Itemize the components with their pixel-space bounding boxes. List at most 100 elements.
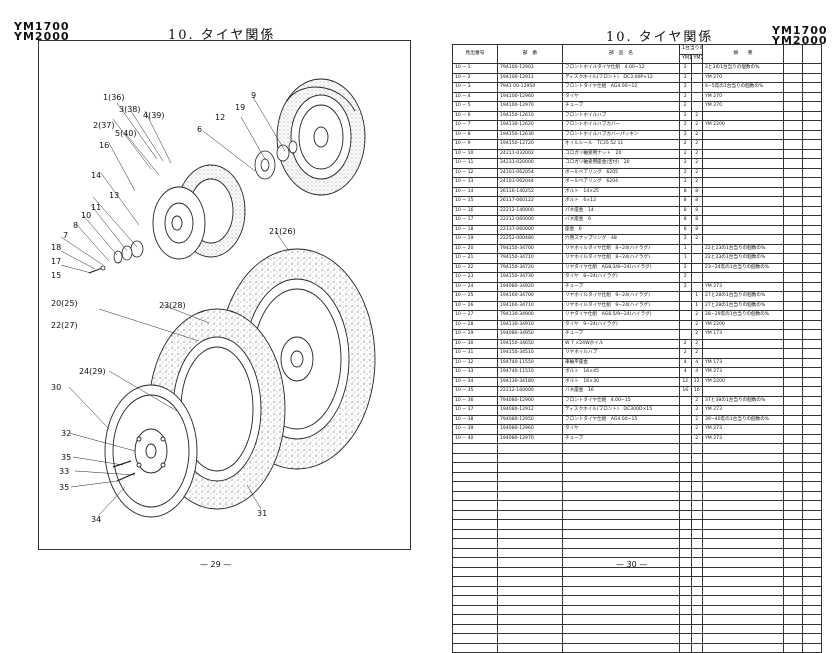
callout-2: 2(37) — [93, 121, 115, 130]
cell-a: 2 — [679, 110, 692, 121]
callout-5: 5(40) — [115, 129, 137, 138]
cell-empty — [452, 585, 498, 596]
cell-a — [679, 424, 692, 435]
cell-extra — [783, 205, 803, 216]
cell-b: 2 — [690, 129, 703, 140]
cell-pn: 794150-34720 — [497, 262, 563, 273]
cell-no: 10 − 39 — [452, 424, 498, 435]
page-title: 10. タイヤ関係 — [606, 30, 714, 45]
cell-pn: 794150-34700 — [497, 243, 563, 254]
cell-extra — [802, 291, 822, 302]
cell-empty — [802, 519, 822, 530]
cell-empty — [452, 538, 498, 549]
callout-20: 20(25) — [51, 299, 78, 308]
cell-empty — [452, 462, 498, 473]
cell-extra — [783, 148, 803, 159]
cell-rem — [702, 272, 784, 283]
cell-extra — [802, 405, 822, 416]
cell-rem: 22と23の1台当りの個数の% — [702, 253, 784, 264]
header-remarks: 摘 要 — [702, 44, 784, 64]
cell-name: タイヤ — [562, 91, 680, 102]
cell-empty — [690, 471, 703, 482]
cell-rem: 22と23の1台当りの個数の% — [702, 243, 784, 254]
cell-name: ボルト 16×45 — [562, 367, 680, 378]
cell-extra — [802, 310, 822, 321]
cell-name: チューブ — [562, 329, 680, 340]
cell-empty — [679, 614, 692, 625]
cell-a: 2 — [679, 91, 692, 102]
cell-empty — [497, 614, 563, 625]
cell-empty — [690, 623, 703, 634]
cell-b: 8 — [690, 186, 703, 197]
cell-extra — [783, 177, 803, 188]
cell-b — [690, 253, 703, 264]
callout-15: 15 — [51, 271, 62, 280]
cell-extra — [783, 300, 803, 311]
cell-empty — [702, 633, 784, 644]
cell-b: 2 — [690, 167, 703, 178]
cell-a: 1 — [679, 253, 692, 264]
cell-name: フロントホイルハブ — [562, 110, 680, 121]
cell-empty — [802, 528, 822, 539]
cell-name: リヤホイルハブ — [562, 348, 680, 359]
cell-a: 8 — [679, 196, 692, 207]
cell-pn: 194130-12620 — [497, 120, 563, 131]
cell-extra — [783, 110, 803, 121]
cell-empty — [452, 452, 498, 463]
cell-b: 2 — [690, 158, 703, 169]
cell-empty — [562, 604, 680, 615]
cell-extra — [802, 224, 822, 235]
cell-rem — [702, 158, 784, 169]
model-ym2000: YM2000 — [14, 30, 70, 43]
cell-rem: YM 173 — [702, 329, 784, 340]
cell-empty — [690, 633, 703, 644]
cell-pn: 22137-060000 — [497, 224, 563, 235]
cell-empty — [783, 633, 803, 644]
cell-empty — [452, 623, 498, 634]
cell-empty — [497, 452, 563, 463]
cell-extra — [802, 433, 822, 444]
cell-pn: 194150-34730 — [497, 272, 563, 283]
cell-pn: 194080-12970 — [497, 433, 563, 444]
cell-b: 8 — [690, 196, 703, 207]
callout-33: 33 — [59, 467, 70, 476]
cell-b — [690, 82, 703, 93]
table-row-empty — [452, 576, 822, 587]
cell-no: 10 − 9 — [452, 139, 498, 150]
callout-19: 19 — [235, 103, 246, 112]
cell-empty — [562, 500, 680, 511]
cell-extra — [802, 186, 822, 197]
cell-empty — [452, 490, 498, 501]
cell-empty — [497, 443, 563, 454]
cell-pn: 194100-12970 — [497, 101, 563, 112]
cell-empty — [562, 614, 680, 625]
cell-rem: YM 2200 — [702, 319, 784, 330]
cell-pn: 194080-34920 — [497, 281, 563, 292]
cell-pn: 24231-020000 — [497, 158, 563, 169]
cell-name: ボールベアリング 6204 — [562, 177, 680, 188]
cell-rem: 28−29迄の1台当りの個数の% — [702, 310, 784, 321]
cell-rem: YM 273 — [702, 367, 784, 378]
cell-empty — [802, 566, 822, 577]
cell-extra — [783, 414, 803, 425]
cell-empty — [452, 614, 498, 625]
front-tire-front-view — [152, 164, 246, 260]
cell-pn: 794150-34710 — [497, 253, 563, 264]
cell-empty — [497, 481, 563, 492]
cell-empty — [452, 443, 498, 454]
cell-no: 10 − 2 — [452, 72, 498, 83]
cell-pn: 194130-34910 — [497, 319, 563, 330]
